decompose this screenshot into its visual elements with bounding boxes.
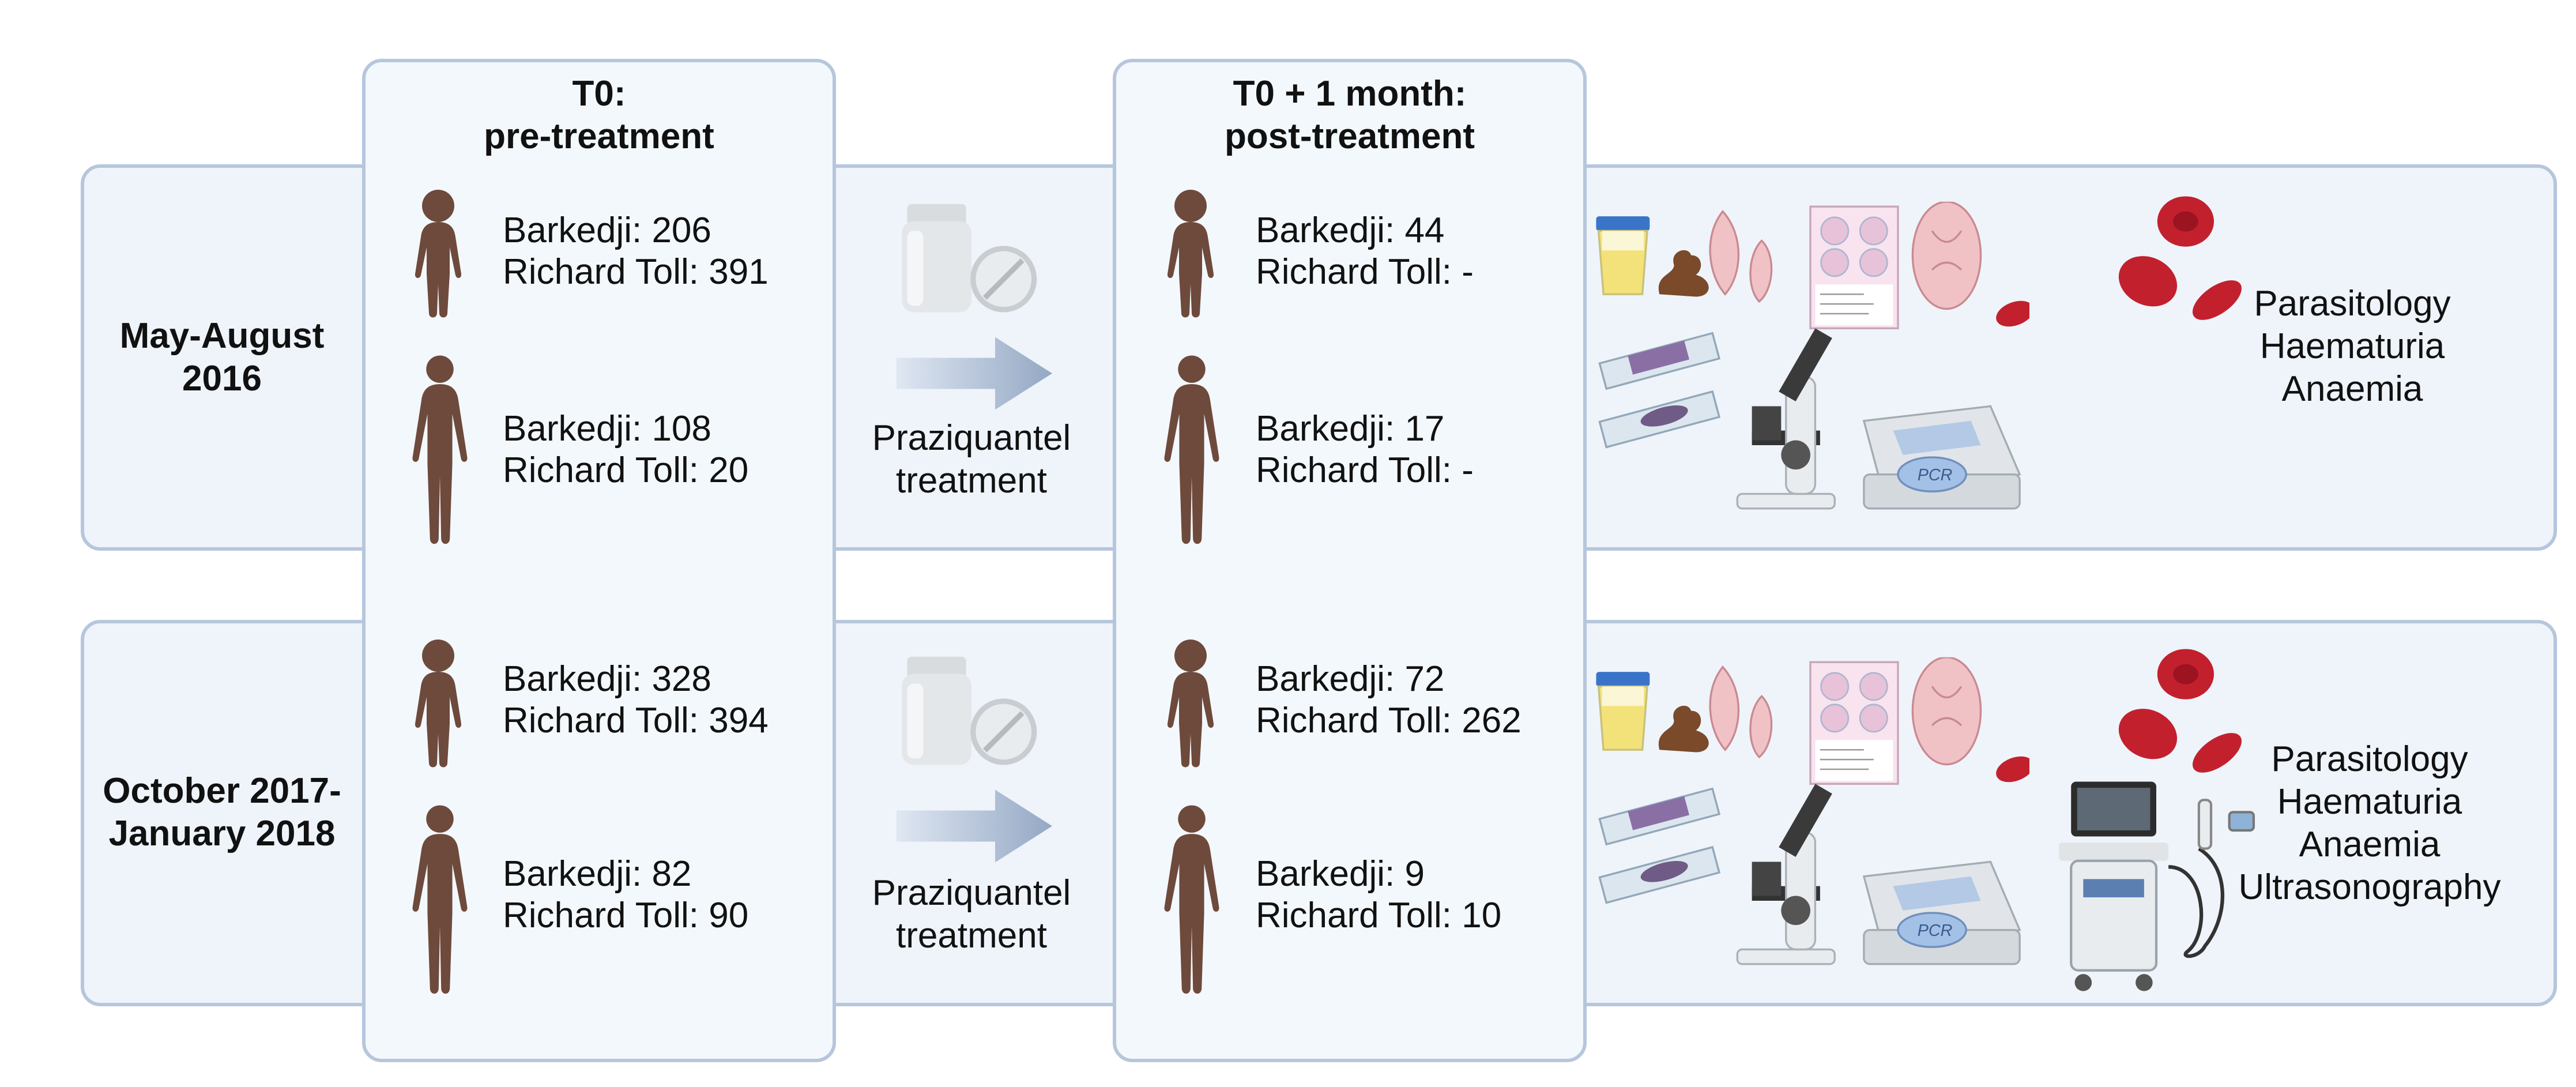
count-line: Richard Toll: - <box>1256 252 1474 292</box>
assessment-item: Anaemia <box>2281 369 2423 409</box>
child-figure-icon <box>1159 637 1222 770</box>
child-figure-icon <box>406 187 470 320</box>
right-arrow-icon <box>888 787 1061 865</box>
count-line: Barkedji: 72 <box>1256 659 1445 699</box>
assessment-item: Haematuria <box>2259 326 2445 366</box>
adult-figure-icon <box>385 352 495 551</box>
column-title-line1: T0 + 1 month: <box>1233 74 1467 114</box>
treatment-line: treatment <box>896 916 1047 956</box>
period-line1: May-August <box>119 316 325 356</box>
post-adults-count: Barkedji: 9 Richard Toll: 10 <box>1256 853 1501 936</box>
count-line: Barkedji: 82 <box>503 854 692 894</box>
adult-figure-icon <box>385 802 495 1001</box>
child-figure-icon <box>406 637 470 770</box>
count-line: Richard Toll: 262 <box>1256 701 1522 740</box>
count-line: Barkedji: 206 <box>503 210 711 250</box>
column-title-line2: post-treatment <box>1224 116 1475 156</box>
treatment-line: Praziquantel <box>872 873 1071 913</box>
treatment-label: Praziquantel treatment <box>859 872 1084 957</box>
pre-children-count: Barkedji: 328 Richard Toll: 394 <box>503 659 769 742</box>
count-line: Richard Toll: 90 <box>503 896 749 935</box>
pre-adults-count: Barkedji: 108 Richard Toll: 20 <box>503 408 748 491</box>
count-line: Barkedji: 328 <box>503 659 711 699</box>
assessment-item: Parasitology <box>2254 284 2451 324</box>
count-line: Richard Toll: 20 <box>503 450 749 490</box>
laboratory-equipment-icon <box>1591 173 2029 542</box>
column-title-line2: pre-treatment <box>484 116 714 156</box>
assessment-item: Haematuria <box>2277 782 2462 822</box>
pill-bottle-icon <box>897 187 1046 317</box>
post-children-count: Barkedji: 72 Richard Toll: 262 <box>1256 659 1522 742</box>
laboratory-equipment-icon <box>1591 629 2029 998</box>
column-title-line1: T0: <box>572 74 626 114</box>
child-figure-icon <box>1159 187 1222 320</box>
adult-figure-icon <box>1137 352 1246 551</box>
period-label-1: May-August 2016 <box>61 315 383 400</box>
assessment-item: Ultrasonography <box>2238 867 2501 907</box>
pre-adults-count: Barkedji: 82 Richard Toll: 90 <box>503 853 748 936</box>
adult-figure-icon <box>1137 802 1246 1001</box>
treatment-label: Praziquantel treatment <box>859 417 1084 502</box>
period-line2: January 2018 <box>108 814 336 853</box>
post-children-count: Barkedji: 44 Richard Toll: - <box>1256 210 1474 293</box>
count-line: Barkedji: 17 <box>1256 409 1445 449</box>
treatment-line: Praziquantel <box>872 418 1071 458</box>
count-line: Richard Toll: 394 <box>503 701 769 740</box>
count-line: Richard Toll: - <box>1256 450 1474 490</box>
assessment-list: Parasitology Haematuria Anaemia <box>2208 283 2496 411</box>
treatment-line: treatment <box>896 461 1047 501</box>
count-line: Richard Toll: 391 <box>503 252 769 292</box>
count-line: Barkedji: 108 <box>503 409 711 449</box>
count-line: Barkedji: 9 <box>1256 854 1425 894</box>
assessment-item: Parasitology <box>2271 739 2468 779</box>
period-label-2: October 2017- January 2018 <box>61 770 383 855</box>
pill-bottle-icon <box>897 640 1046 770</box>
count-line: Richard Toll: 10 <box>1256 896 1502 935</box>
post-adults-count: Barkedji: 17 Richard Toll: - <box>1256 408 1474 491</box>
assessment-list: Parasitology Haematuria Anaemia Ultrason… <box>2220 738 2519 909</box>
count-line: Barkedji: 44 <box>1256 210 1445 250</box>
right-arrow-icon <box>888 334 1061 412</box>
assessment-item: Anaemia <box>2299 825 2441 864</box>
period-line1: October 2017- <box>103 771 341 811</box>
column-post-treatment: T0 + 1 month: post-treatment <box>1113 59 1587 1062</box>
period-line2: 2016 <box>182 359 262 398</box>
pre-children-count: Barkedji: 206 Richard Toll: 391 <box>503 210 769 293</box>
